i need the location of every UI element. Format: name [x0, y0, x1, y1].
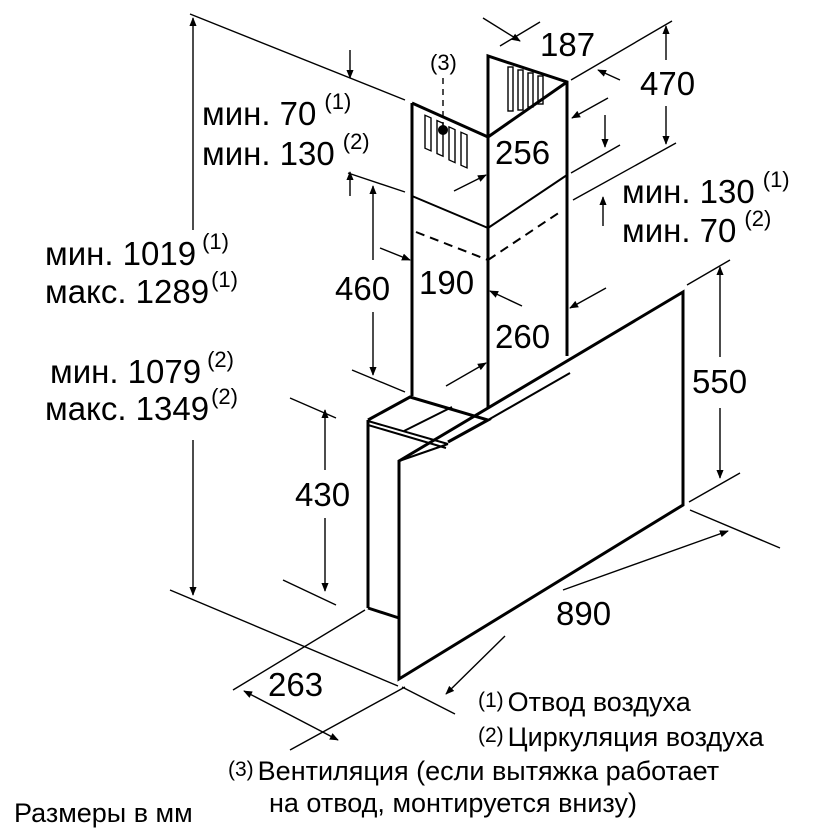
- vent-slots-front-icon: [424, 114, 468, 169]
- svg-text:мин. 130(2): мин. 130(2): [202, 129, 370, 172]
- annotation-top-left: мин. 70(1) мин. 130(2): [189, 13, 406, 196]
- annotation-right: мин. 130(1) мин. 70(2): [599, 167, 790, 249]
- svg-text:макс. 1349(2): макс. 1349(2): [45, 384, 238, 427]
- svg-text:263: 263: [268, 666, 323, 703]
- svg-text:190: 190: [419, 264, 474, 301]
- dim-256: 256: [453, 97, 621, 192]
- svg-text:256: 256: [495, 134, 550, 171]
- svg-text:890: 890: [556, 595, 611, 632]
- svg-text:мин. 130(1): мин. 130(1): [622, 167, 790, 210]
- dim-263: 263: [169, 589, 456, 751]
- legend-item-3-continued: на отвод, монтируется внизу): [269, 788, 637, 818]
- legend-item-3: (3)Вентиляция (если вытяжка работает: [228, 756, 719, 786]
- dim-total-height: мин. 1019(1) макс. 1289(1) мин. 1079(2) …: [45, 17, 238, 596]
- vent-marker-dot-icon: [438, 125, 448, 135]
- hood-body: [366, 289, 685, 682]
- dim-190: 190: [379, 247, 523, 307]
- dim-187: 187: [482, 17, 621, 81]
- svg-text:187: 187: [540, 26, 595, 63]
- dim-430: 430: [282, 397, 350, 606]
- legend: (1)Отвод воздуха (2)Циркуляция воздуха (…: [14, 687, 765, 828]
- svg-text:макс. 1289(1): макс. 1289(1): [45, 267, 238, 310]
- svg-text:260: 260: [495, 318, 550, 355]
- vent-slots-back-icon: [507, 66, 544, 112]
- svg-text:мин. 70(2): мин. 70(2): [622, 206, 771, 249]
- dim-260: 260: [445, 287, 607, 387]
- svg-text:мин. 1079(2): мин. 1079(2): [50, 347, 234, 390]
- legend-item-2: (2)Циркуляция воздуха: [478, 722, 765, 752]
- dim-460: 460: [335, 185, 406, 393]
- svg-text:430: 430: [295, 476, 350, 513]
- vent-marker-label: (3): [430, 50, 457, 75]
- upper-chimney: (3): [410, 50, 569, 229]
- svg-text:мин. 1019(1): мин. 1019(1): [45, 229, 229, 272]
- dim-890: 890: [445, 509, 781, 695]
- lower-chimney: [410, 175, 569, 408]
- legend-item-1: (1)Отвод воздуха: [478, 687, 692, 717]
- svg-text:460: 460: [335, 270, 390, 307]
- dim-470: 470: [570, 20, 695, 201]
- svg-text:470: 470: [640, 65, 695, 102]
- units-note: Размеры в мм: [14, 798, 193, 828]
- dim-550: 550: [686, 259, 747, 503]
- svg-text:550: 550: [692, 363, 747, 400]
- svg-text:мин. 70(1): мин. 70(1): [202, 89, 351, 132]
